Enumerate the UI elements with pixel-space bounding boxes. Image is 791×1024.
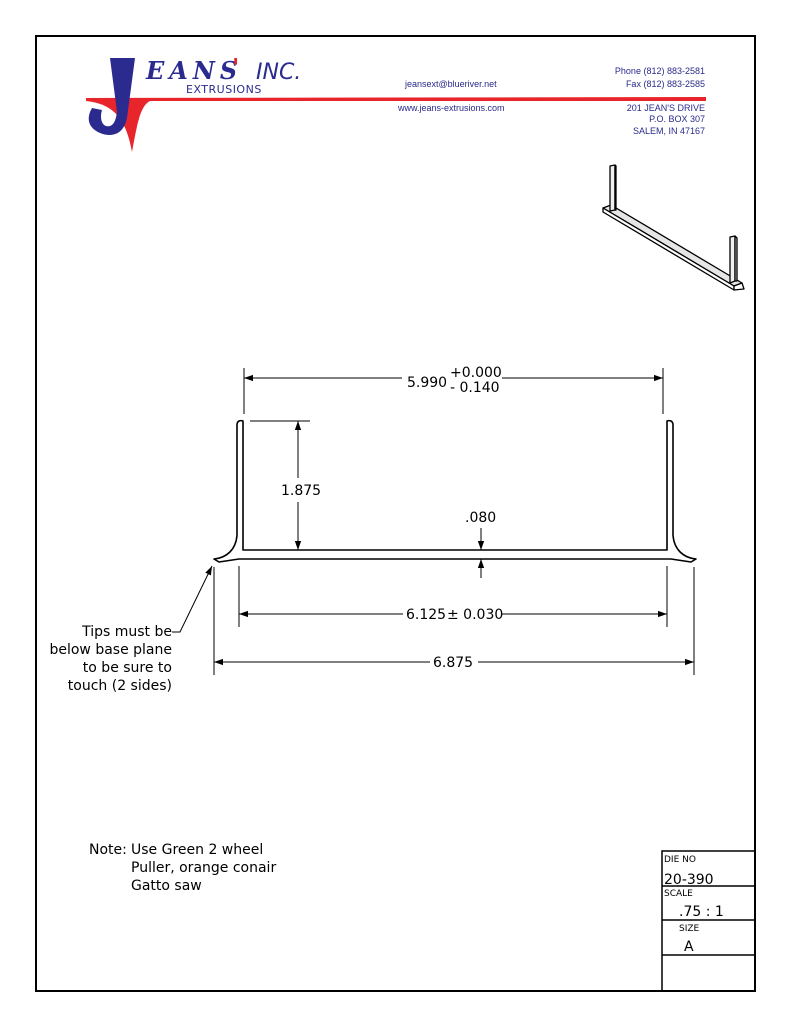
size-label: SIZE: [679, 924, 700, 934]
company-address-line3: SALEM, IN 47167: [633, 126, 705, 136]
die-no-value: 20-390: [664, 872, 714, 888]
dim-overall-width: 6.875: [213, 567, 695, 675]
dim-thickness-value: .080: [465, 510, 496, 526]
title-block: DIE NO 20-390 SCALE .75 : 1 SIZE A: [661, 850, 756, 992]
dim-inner-width-value: 6.125: [406, 607, 446, 623]
callout-line-3: to be sure to: [83, 660, 172, 676]
dim-overall-width-value: 6.875: [433, 655, 473, 671]
logo-j-shape: [88, 58, 135, 136]
company-address-line1: 201 JEAN'S DRIVE: [627, 103, 705, 113]
logo-name: EANS: [145, 56, 242, 85]
company-logo: J EANS ' INC. EXTRUSIONS: [86, 53, 706, 152]
profile-section: [213, 419, 697, 563]
company-address-line2: P.O. BOX 307: [649, 114, 705, 124]
logo-subtitle: EXTRUSIONS: [186, 83, 262, 96]
dim-top-width-plus: +0.000: [450, 365, 502, 381]
callout-line-4: touch (2 sides): [68, 678, 172, 694]
note-line-1: Use Green 2 wheel: [131, 842, 263, 858]
note-line-3: Gatto saw: [131, 878, 202, 894]
sheet-border: [35, 35, 756, 992]
dim-top-width: 5.990 +0.000 - 0.140: [243, 365, 664, 414]
dim-height: 1.875: [250, 420, 321, 550]
dim-top-width-value: 5.990: [407, 375, 447, 391]
callout-line-2: below base plane: [49, 642, 172, 658]
company-email: jeansext@blueriver.net: [404, 79, 497, 89]
logo-suffix: INC.: [256, 60, 301, 85]
company-phone: Phone (812) 883-2581: [615, 66, 705, 76]
size-value: A: [684, 939, 694, 955]
dim-thickness: .080: [465, 510, 496, 578]
isometric-view: [602, 164, 745, 291]
note-label: Note:: [89, 842, 127, 858]
callout-line-1: Tips must be: [81, 624, 172, 640]
company-website: www.jeans-extrusions.com: [397, 103, 505, 113]
scale-label: SCALE: [664, 889, 693, 899]
scale-value: .75 : 1: [679, 904, 724, 920]
tips-callout: Tips must be below base plane to be sure…: [49, 565, 213, 694]
company-fax: Fax (812) 883-2585: [626, 79, 705, 89]
die-no-label: DIE NO: [664, 855, 696, 865]
logo-apostrophe: ': [232, 53, 239, 82]
production-note: Note: Use Green 2 wheel Puller, orange c…: [89, 842, 276, 894]
dim-inner-width: 6.125 ± 0.030: [238, 566, 668, 627]
dim-inner-width-tol: ± 0.030: [447, 607, 503, 623]
profile-outline: [213, 419, 697, 563]
logo-red-swoosh: [86, 97, 706, 152]
dim-top-width-minus: - 0.140: [450, 380, 500, 396]
dim-height-value: 1.875: [281, 483, 321, 499]
note-line-2: Puller, orange conair: [131, 860, 276, 876]
